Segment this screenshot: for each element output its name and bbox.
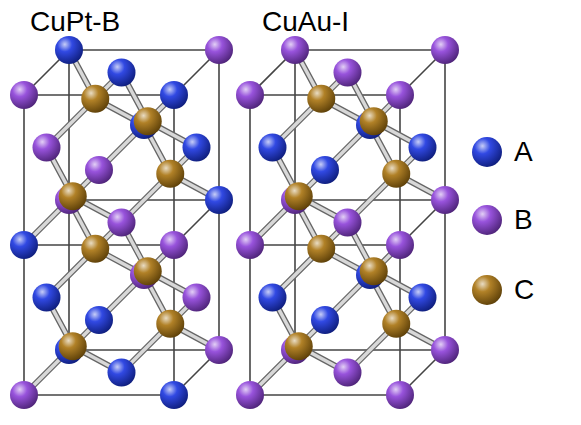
atom-sphere bbox=[334, 359, 362, 387]
atom-sphere bbox=[183, 284, 211, 312]
atom-sphere bbox=[183, 134, 211, 162]
cell-edge bbox=[295, 49, 445, 51]
atom-sphere bbox=[334, 209, 362, 237]
atom-sphere bbox=[59, 332, 87, 360]
atom-sphere bbox=[307, 85, 335, 113]
cell-edge bbox=[444, 200, 446, 350]
cell-edge bbox=[23, 245, 25, 395]
atom-sphere bbox=[281, 36, 309, 64]
atom-sphere bbox=[156, 310, 184, 338]
atom-sphere bbox=[59, 182, 87, 210]
cell-edge bbox=[444, 50, 446, 200]
atom-sphere bbox=[334, 59, 362, 87]
atom-sphere bbox=[311, 156, 339, 184]
atom-sphere bbox=[307, 235, 335, 263]
cell-edge bbox=[250, 394, 400, 396]
cell-edge bbox=[69, 49, 219, 51]
atom-sphere bbox=[386, 81, 414, 109]
legend-swatch bbox=[472, 137, 502, 167]
atom-sphere bbox=[205, 336, 233, 364]
atom-sphere bbox=[311, 306, 339, 334]
atom-sphere bbox=[431, 36, 459, 64]
atom-sphere bbox=[33, 284, 61, 312]
atom-sphere bbox=[85, 306, 113, 334]
cell-edge bbox=[23, 95, 25, 245]
atom-sphere bbox=[409, 284, 437, 312]
atom-sphere bbox=[285, 182, 313, 210]
legend-swatch bbox=[472, 205, 502, 235]
atom-sphere bbox=[33, 134, 61, 162]
atom-sphere bbox=[160, 381, 188, 409]
atom-sphere bbox=[108, 359, 136, 387]
structure-title: CuPt-B bbox=[30, 8, 120, 36]
atom-sphere bbox=[360, 257, 388, 285]
cell-edge bbox=[249, 95, 251, 245]
atom-sphere bbox=[236, 231, 264, 259]
cell-edge bbox=[218, 200, 220, 350]
atom-sphere bbox=[108, 59, 136, 87]
atom-sphere bbox=[431, 336, 459, 364]
cell-edge bbox=[218, 50, 220, 200]
cell-edge bbox=[24, 394, 174, 396]
atom-sphere bbox=[160, 81, 188, 109]
atom-sphere bbox=[85, 156, 113, 184]
unit-cell bbox=[10, 36, 233, 409]
atoms bbox=[10, 36, 233, 409]
atom-sphere bbox=[431, 186, 459, 214]
atom-sphere bbox=[360, 107, 388, 135]
legend-text: A bbox=[514, 138, 533, 166]
atom-sphere bbox=[108, 209, 136, 237]
atom-sphere bbox=[55, 36, 83, 64]
atom-sphere bbox=[409, 134, 437, 162]
atom-sphere bbox=[205, 186, 233, 214]
legend-swatch bbox=[472, 275, 502, 305]
atom-sphere bbox=[134, 107, 162, 135]
atom-sphere bbox=[10, 381, 38, 409]
bonds bbox=[24, 50, 219, 395]
atom-sphere bbox=[81, 85, 109, 113]
atom-sphere bbox=[134, 257, 162, 285]
bonds bbox=[250, 50, 445, 395]
atom-sphere bbox=[10, 231, 38, 259]
atom-sphere bbox=[81, 235, 109, 263]
unit-cell bbox=[236, 36, 459, 409]
legend-text: B bbox=[514, 206, 533, 234]
atom-sphere bbox=[205, 36, 233, 64]
atom-sphere bbox=[285, 332, 313, 360]
atom-sphere bbox=[236, 381, 264, 409]
atom-sphere bbox=[386, 231, 414, 259]
atom-sphere bbox=[382, 310, 410, 338]
structure-title: CuAu-I bbox=[262, 8, 349, 36]
cell-edge bbox=[249, 245, 251, 395]
cell-edges bbox=[24, 50, 219, 395]
atom-sphere bbox=[386, 381, 414, 409]
atom-sphere bbox=[156, 160, 184, 188]
atom-sphere bbox=[259, 284, 287, 312]
cell-edges bbox=[250, 50, 445, 395]
atom-sphere bbox=[10, 81, 38, 109]
atom-sphere bbox=[236, 81, 264, 109]
atoms bbox=[236, 36, 459, 409]
atom-sphere bbox=[259, 134, 287, 162]
atom-sphere bbox=[382, 160, 410, 188]
atom-sphere bbox=[160, 231, 188, 259]
legend-text: C bbox=[514, 276, 534, 304]
